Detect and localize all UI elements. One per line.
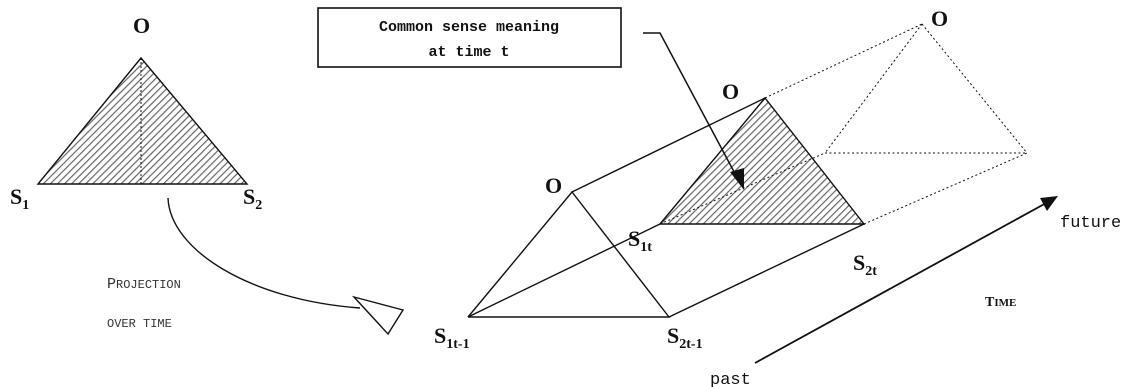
callout-line1: Common sense meaning xyxy=(379,19,559,36)
source-triangle xyxy=(36,56,249,185)
near-top-label: O xyxy=(545,173,562,198)
time-axis-start-label: past xyxy=(710,371,751,387)
time-axis-line xyxy=(754,201,1049,364)
source-top-label: O xyxy=(133,13,150,38)
projection-label-line1: PROJECTION xyxy=(107,276,181,293)
source-triangle-shape xyxy=(36,56,249,185)
current-triangle xyxy=(658,96,866,225)
callout-pointer-head xyxy=(730,168,744,190)
mid-top-label: O xyxy=(722,79,739,104)
top-edge xyxy=(571,97,766,193)
source-right-label: S2 xyxy=(243,184,262,213)
source-left-label: S1 xyxy=(10,184,29,213)
callout-line2: at time t xyxy=(428,44,509,61)
mid-left-label: S1t xyxy=(628,226,652,255)
future-projection-dotted xyxy=(659,23,1028,225)
near-right-label: S2t-1 xyxy=(667,323,703,352)
time-axis-title: TIME xyxy=(985,295,1016,310)
right-edge xyxy=(668,223,865,318)
projection-arrow-curve xyxy=(167,197,361,309)
near-triangle xyxy=(467,190,671,318)
projection-label-line2: OVER TIME xyxy=(107,317,172,331)
left-edge xyxy=(467,223,661,318)
time-axis-arrowhead xyxy=(1040,196,1058,211)
far-top-label: O xyxy=(931,6,948,31)
mid-right-label: S2t xyxy=(853,250,877,279)
time-axis-end-label: future xyxy=(1060,214,1121,233)
callout-box xyxy=(317,7,622,68)
callout-pointer xyxy=(643,32,741,184)
near-left-label: S1t-1 xyxy=(434,323,470,352)
projection-arrowhead xyxy=(351,295,405,336)
prism xyxy=(467,23,1028,318)
